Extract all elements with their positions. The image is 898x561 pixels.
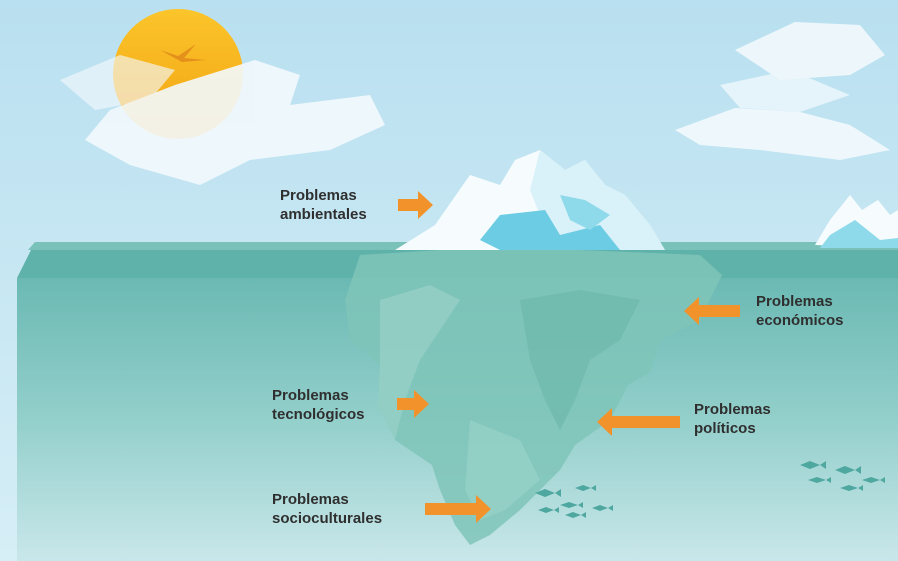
arrow-tecnologicos — [397, 390, 429, 418]
fish-school — [535, 461, 885, 518]
label-line: tecnológicos — [272, 406, 365, 423]
label-line: Problemas — [280, 187, 357, 204]
label-line: Problemas — [756, 293, 833, 310]
label-line: socioculturales — [272, 510, 383, 527]
label-problemas-politicos: Problemas políticos — [694, 400, 771, 438]
label-line: económicos — [756, 312, 844, 329]
fish-icon — [535, 489, 561, 497]
arrow-economicos — [684, 297, 740, 325]
arrow-socioculturales — [425, 495, 491, 523]
cloud-right-bottom — [675, 108, 890, 160]
fish-icon — [835, 466, 861, 474]
fish-icon — [808, 477, 831, 483]
label-problemas-economicos: Problemas económicos — [756, 292, 844, 330]
label-line: Problemas — [272, 387, 349, 404]
label-line: políticos — [694, 420, 756, 437]
label-line: Problemas — [272, 491, 349, 508]
fish-icon — [575, 485, 596, 491]
label-problemas-ambientales: Problemas ambientales — [280, 186, 367, 224]
iceberg-top — [395, 150, 665, 250]
label-line: Problemas — [694, 401, 771, 418]
cloud-left — [60, 55, 385, 185]
small-iceberg — [815, 195, 898, 248]
fish-icon — [538, 507, 559, 513]
arrow-politicos — [597, 408, 680, 436]
fish-icon — [592, 505, 613, 511]
label-problemas-tecnologicos: Problemas tecnológicos — [272, 386, 365, 424]
label-line: ambientales — [280, 206, 367, 223]
fish-icon — [800, 461, 826, 469]
fish-icon — [560, 502, 583, 508]
iceberg-underwater — [345, 250, 722, 545]
fish-icon — [840, 485, 863, 491]
fish-icon — [565, 512, 586, 518]
arrows — [397, 191, 740, 523]
bird-icon — [160, 44, 206, 62]
fish-icon — [862, 477, 885, 483]
label-problemas-socioculturales: Problemas socioculturales — [272, 490, 382, 528]
cloud-right-top — [720, 22, 885, 112]
arrow-ambientales — [398, 191, 433, 219]
